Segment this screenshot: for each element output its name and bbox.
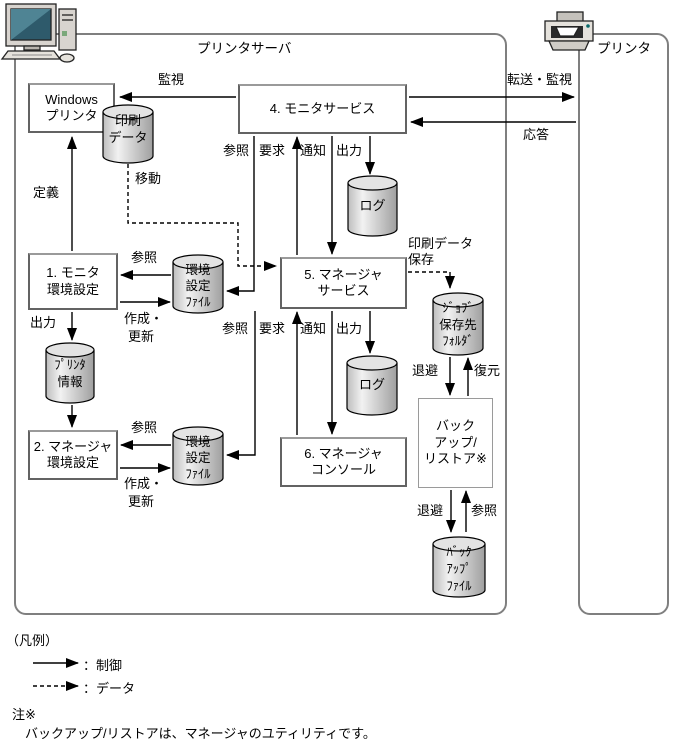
env-file-1-label: 環境 設定 ﾌｧｲﾙ (185, 263, 211, 309)
monitor-env-line2: 環境設定 (46, 281, 99, 297)
label-row1-out: 出力 (336, 143, 363, 158)
manager-service-line2: サービス (317, 283, 370, 298)
backup-restore-box: バック アップ/ リストア※ (418, 398, 493, 488)
manager-env-line2: 環境設定 (46, 455, 99, 470)
monitor-service-box: 4. モニタサービス (238, 84, 407, 134)
backup-restore-line2: アップ/ (434, 434, 477, 450)
manager-service-box: 5. マネージャ サービス (280, 257, 407, 309)
log-1-label: ログ (359, 198, 386, 213)
note-mark: 注※ (12, 707, 36, 722)
legend-title: （凡例） (6, 633, 59, 648)
backup-restore-line1: バック (435, 418, 475, 434)
label-ref-backup: 参照 (471, 503, 498, 518)
label-response: 応答 (523, 127, 550, 142)
label-ref-env2: 参照 (131, 420, 158, 435)
label-create-1: 作成・ (124, 311, 164, 326)
label-ref-env1: 参照 (131, 250, 158, 265)
legend-control-label: ：制御 (83, 658, 123, 673)
label-row2-ref: 参照 (222, 321, 249, 336)
monitor-env-line1: 1. モニタ (46, 265, 100, 280)
windows-printer-line2: プリンタ (45, 108, 98, 123)
printer-title: プリンタ (597, 41, 651, 56)
label-row2-req: 要求 (259, 321, 286, 336)
label-row2-out: 出力 (336, 321, 363, 336)
manager-console-box: 6. マネージャ コンソール (280, 437, 407, 487)
label-evac-2: 退避 (417, 503, 444, 518)
label-create-2: 作成・ (124, 476, 164, 491)
env-file-2-label: 環境 設定 ﾌｧｲﾙ (185, 435, 211, 481)
label-evac-1: 退避 (412, 363, 439, 378)
label-row1-req: 要求 (259, 143, 286, 158)
manager-env-box: 2. マネージャ 環境設定 (28, 430, 118, 480)
label-output-box1: 出力 (30, 315, 57, 330)
manager-console-line2: コンソール (310, 462, 376, 477)
printer-server-title: プリンタサーバ (197, 41, 292, 56)
label-update-1: 更新 (128, 329, 155, 344)
note-text: バックアップ/リストアは、マネージャのユティリティです。 (25, 726, 376, 741)
label-row1-ref: 参照 (223, 143, 250, 158)
label-row2-notify: 通知 (300, 321, 327, 336)
manager-service-line1: 5. マネージャ (304, 266, 383, 282)
job-save-folder-label: ｼﾞｮﾌﾞ 保存先 ﾌｫﾙﾀﾞ (439, 301, 477, 348)
printer-server-container (14, 33, 507, 615)
label-monitor: 監視 (158, 72, 185, 87)
label-transfer-monitor: 転送・監視 (507, 72, 573, 87)
log-2-label: ログ (358, 377, 385, 392)
monitor-env-box: 1. モニタ 環境設定 (28, 253, 118, 310)
label-move: 移動 (135, 171, 162, 186)
label-restore: 復元 (474, 363, 501, 378)
label-row1-notify: 通知 (300, 143, 327, 158)
backup-restore-line3: リストア※ (424, 451, 487, 467)
printer-info-label: ﾌﾟﾘﾝﾀ 情報 (54, 358, 86, 389)
legend-data-label: ：データ (83, 681, 136, 696)
label-print-save-2: 保存 (408, 252, 435, 267)
monitor-service-label: 4. モニタサービス (269, 100, 376, 116)
label-print-save-1: 印刷データ (408, 236, 474, 251)
label-update-2: 更新 (128, 494, 155, 509)
label-define: 定義 (33, 185, 60, 200)
manager-console-line1: 6. マネージャ (304, 445, 383, 461)
backup-file-label: ﾊﾞｯｸ ｱｯﾌﾟ ﾌｧｲﾙ (446, 545, 472, 593)
windows-printer-box: Windows プリンタ (28, 83, 115, 133)
windows-printer-line1: Windows (45, 91, 98, 107)
print-data-label: 印刷 データ (108, 113, 148, 145)
manager-env-line1: 2. マネージャ (33, 438, 113, 454)
printer-container (578, 33, 669, 615)
